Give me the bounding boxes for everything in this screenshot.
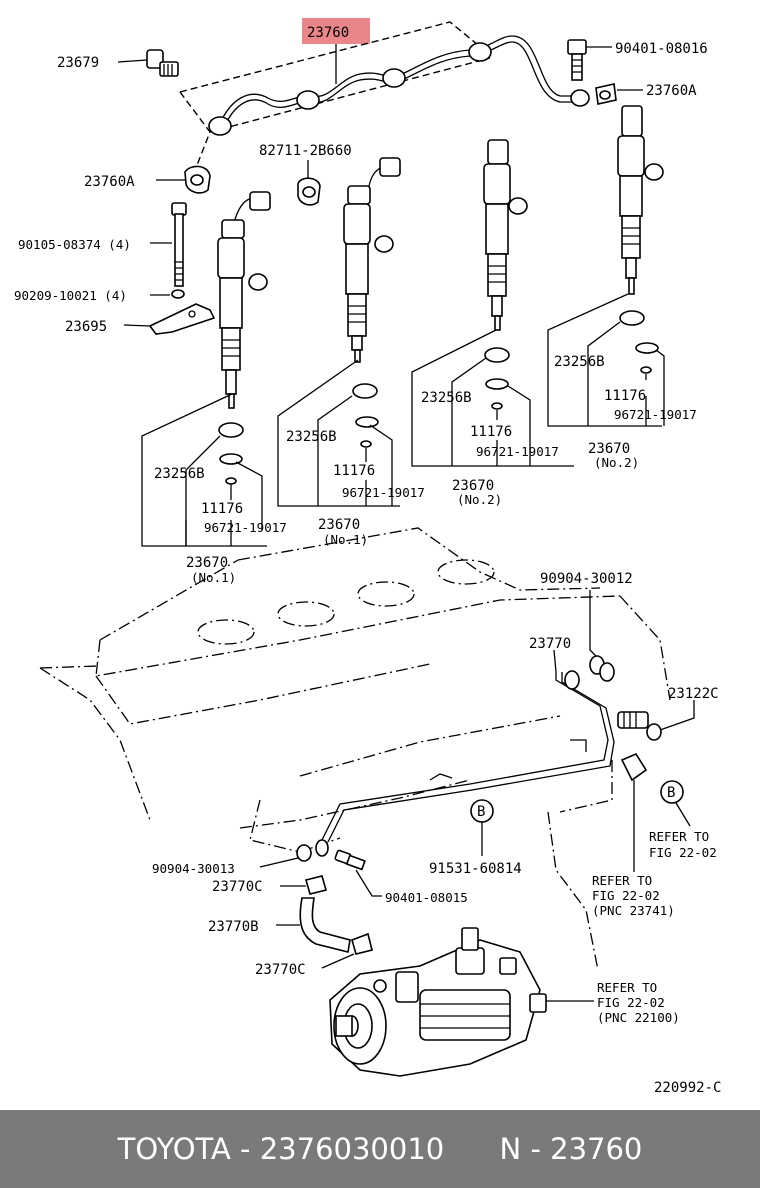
label-refer-to-1: REFER TO bbox=[649, 829, 709, 844]
label-no2-3: (No.2) bbox=[457, 492, 502, 507]
label-23670-4: 23670 bbox=[588, 441, 630, 457]
bolt-90401-08016 bbox=[567, 39, 587, 81]
pump-link-right bbox=[559, 760, 613, 813]
clamp-23770C-upper bbox=[305, 875, 327, 895]
label-b-right: B bbox=[667, 785, 675, 801]
seals-1 bbox=[218, 422, 244, 485]
pump-link-left bbox=[547, 811, 599, 971]
label-23122C: 23122C bbox=[668, 686, 719, 702]
harness-frame bbox=[179, 21, 491, 179]
label-23770C-upper: 23770C bbox=[212, 879, 263, 895]
hose-23770B bbox=[299, 897, 351, 953]
injector-1 bbox=[217, 191, 271, 409]
footer-part-number: TOYOTA - 2376030010 N - 23760 bbox=[117, 1132, 643, 1166]
label-90401-08015: 90401-08015 bbox=[385, 890, 468, 905]
label-fig-22-02-3: FIG 22-02 bbox=[597, 995, 665, 1010]
injector-4 bbox=[617, 105, 664, 295]
label-23770C-lower: 23770C bbox=[255, 962, 306, 978]
label-90401-08016: 90401-08016 bbox=[615, 41, 708, 57]
label-23670-3: 23670 bbox=[452, 478, 494, 494]
label-23256B-4: 23256B bbox=[554, 354, 605, 370]
label-11176-2: 11176 bbox=[333, 463, 375, 479]
label-no2-4: (No.2) bbox=[594, 455, 639, 470]
label-90209-10021: 90209-10021 (4) bbox=[14, 288, 127, 303]
label-96721-19017-4: 96721-19017 bbox=[614, 407, 697, 422]
label-96721-19017-1: 96721-19017 bbox=[204, 520, 287, 535]
bolt-23679 bbox=[146, 49, 179, 77]
label-23670-1: 23670 bbox=[186, 555, 228, 571]
label-91531-60814: 91531-60814 bbox=[429, 861, 522, 877]
bolt-90401-08015 bbox=[334, 849, 366, 871]
washer-90209-10021 bbox=[171, 289, 185, 299]
label-11176-3: 11176 bbox=[470, 424, 512, 440]
clamp-23770C-lower bbox=[351, 932, 373, 955]
label-pnc-23741: (PNC 23741) bbox=[592, 903, 675, 918]
label-23760A-left: 23760A bbox=[84, 174, 135, 190]
label-96721-19017-3: 96721-19017 bbox=[476, 444, 559, 459]
clamp-82711-2B660 bbox=[297, 177, 321, 206]
clamp-23695 bbox=[148, 303, 216, 335]
label-23256B-2: 23256B bbox=[286, 429, 337, 445]
label-no1-1: (No.1) bbox=[191, 570, 236, 585]
label-23760A-right: 23760A bbox=[646, 83, 697, 99]
gasket-90904-30012 bbox=[564, 655, 615, 690]
fitting-23741 bbox=[620, 752, 648, 782]
label-fig-22-02-2: FIG 22-02 bbox=[592, 888, 660, 903]
parts-diagram: 23760 23679 90401-08016 23760A 82711-2B6… bbox=[14, 18, 721, 1096]
injection-pump bbox=[329, 927, 547, 1077]
label-90105-08374: 90105-08374 (4) bbox=[18, 237, 131, 252]
label-96721-19017-2: 96721-19017 bbox=[342, 485, 425, 500]
label-refer-to-3: REFER TO bbox=[597, 980, 657, 995]
label-pnc-22100: (PNC 22100) bbox=[597, 1010, 680, 1025]
highlight-23760 bbox=[302, 18, 370, 44]
label-23256B-3: 23256B bbox=[421, 390, 472, 406]
label-no1-2: (No.1) bbox=[323, 532, 368, 547]
gasket-90904-30013 bbox=[296, 839, 329, 862]
label-90904-30013: 90904-30013 bbox=[152, 861, 235, 876]
seals-3 bbox=[484, 347, 510, 410]
injector-2 bbox=[343, 157, 401, 363]
clamp-23760A-left bbox=[184, 165, 211, 194]
label-90904-30012: 90904-30012 bbox=[540, 571, 633, 587]
injector-3 bbox=[483, 139, 528, 331]
seals-4 bbox=[619, 310, 659, 374]
label-diagram-code: 220992-C bbox=[654, 1080, 721, 1096]
group-leaders bbox=[141, 293, 665, 547]
label-11176-4: 11176 bbox=[604, 388, 646, 404]
injector-harness bbox=[208, 35, 590, 136]
label-11176-1: 11176 bbox=[201, 501, 243, 517]
seals-2 bbox=[352, 383, 379, 448]
label-23695: 23695 bbox=[65, 319, 107, 335]
label-fig-22-02-1: FIG 22-02 bbox=[649, 845, 717, 860]
label-23760: 23760 bbox=[307, 25, 349, 41]
label-82711-2B660: 82711-2B660 bbox=[259, 143, 352, 159]
label-b-middle: B bbox=[477, 804, 485, 820]
label-23770: 23770 bbox=[529, 636, 571, 652]
footer-bar: TOYOTA - 2376030010 N - 23760 bbox=[0, 1110, 760, 1188]
valve-23122C bbox=[617, 711, 662, 741]
label-23670-2: 23670 bbox=[318, 517, 360, 533]
bolt-90105-08374 bbox=[171, 202, 187, 287]
clamp-23760A-right bbox=[595, 83, 617, 105]
label-23679: 23679 bbox=[57, 55, 99, 71]
callout-b-right bbox=[660, 780, 684, 804]
label-23770B: 23770B bbox=[208, 919, 259, 935]
label-refer-to-2: REFER TO bbox=[592, 873, 652, 888]
label-23256B-1: 23256B bbox=[154, 466, 205, 482]
